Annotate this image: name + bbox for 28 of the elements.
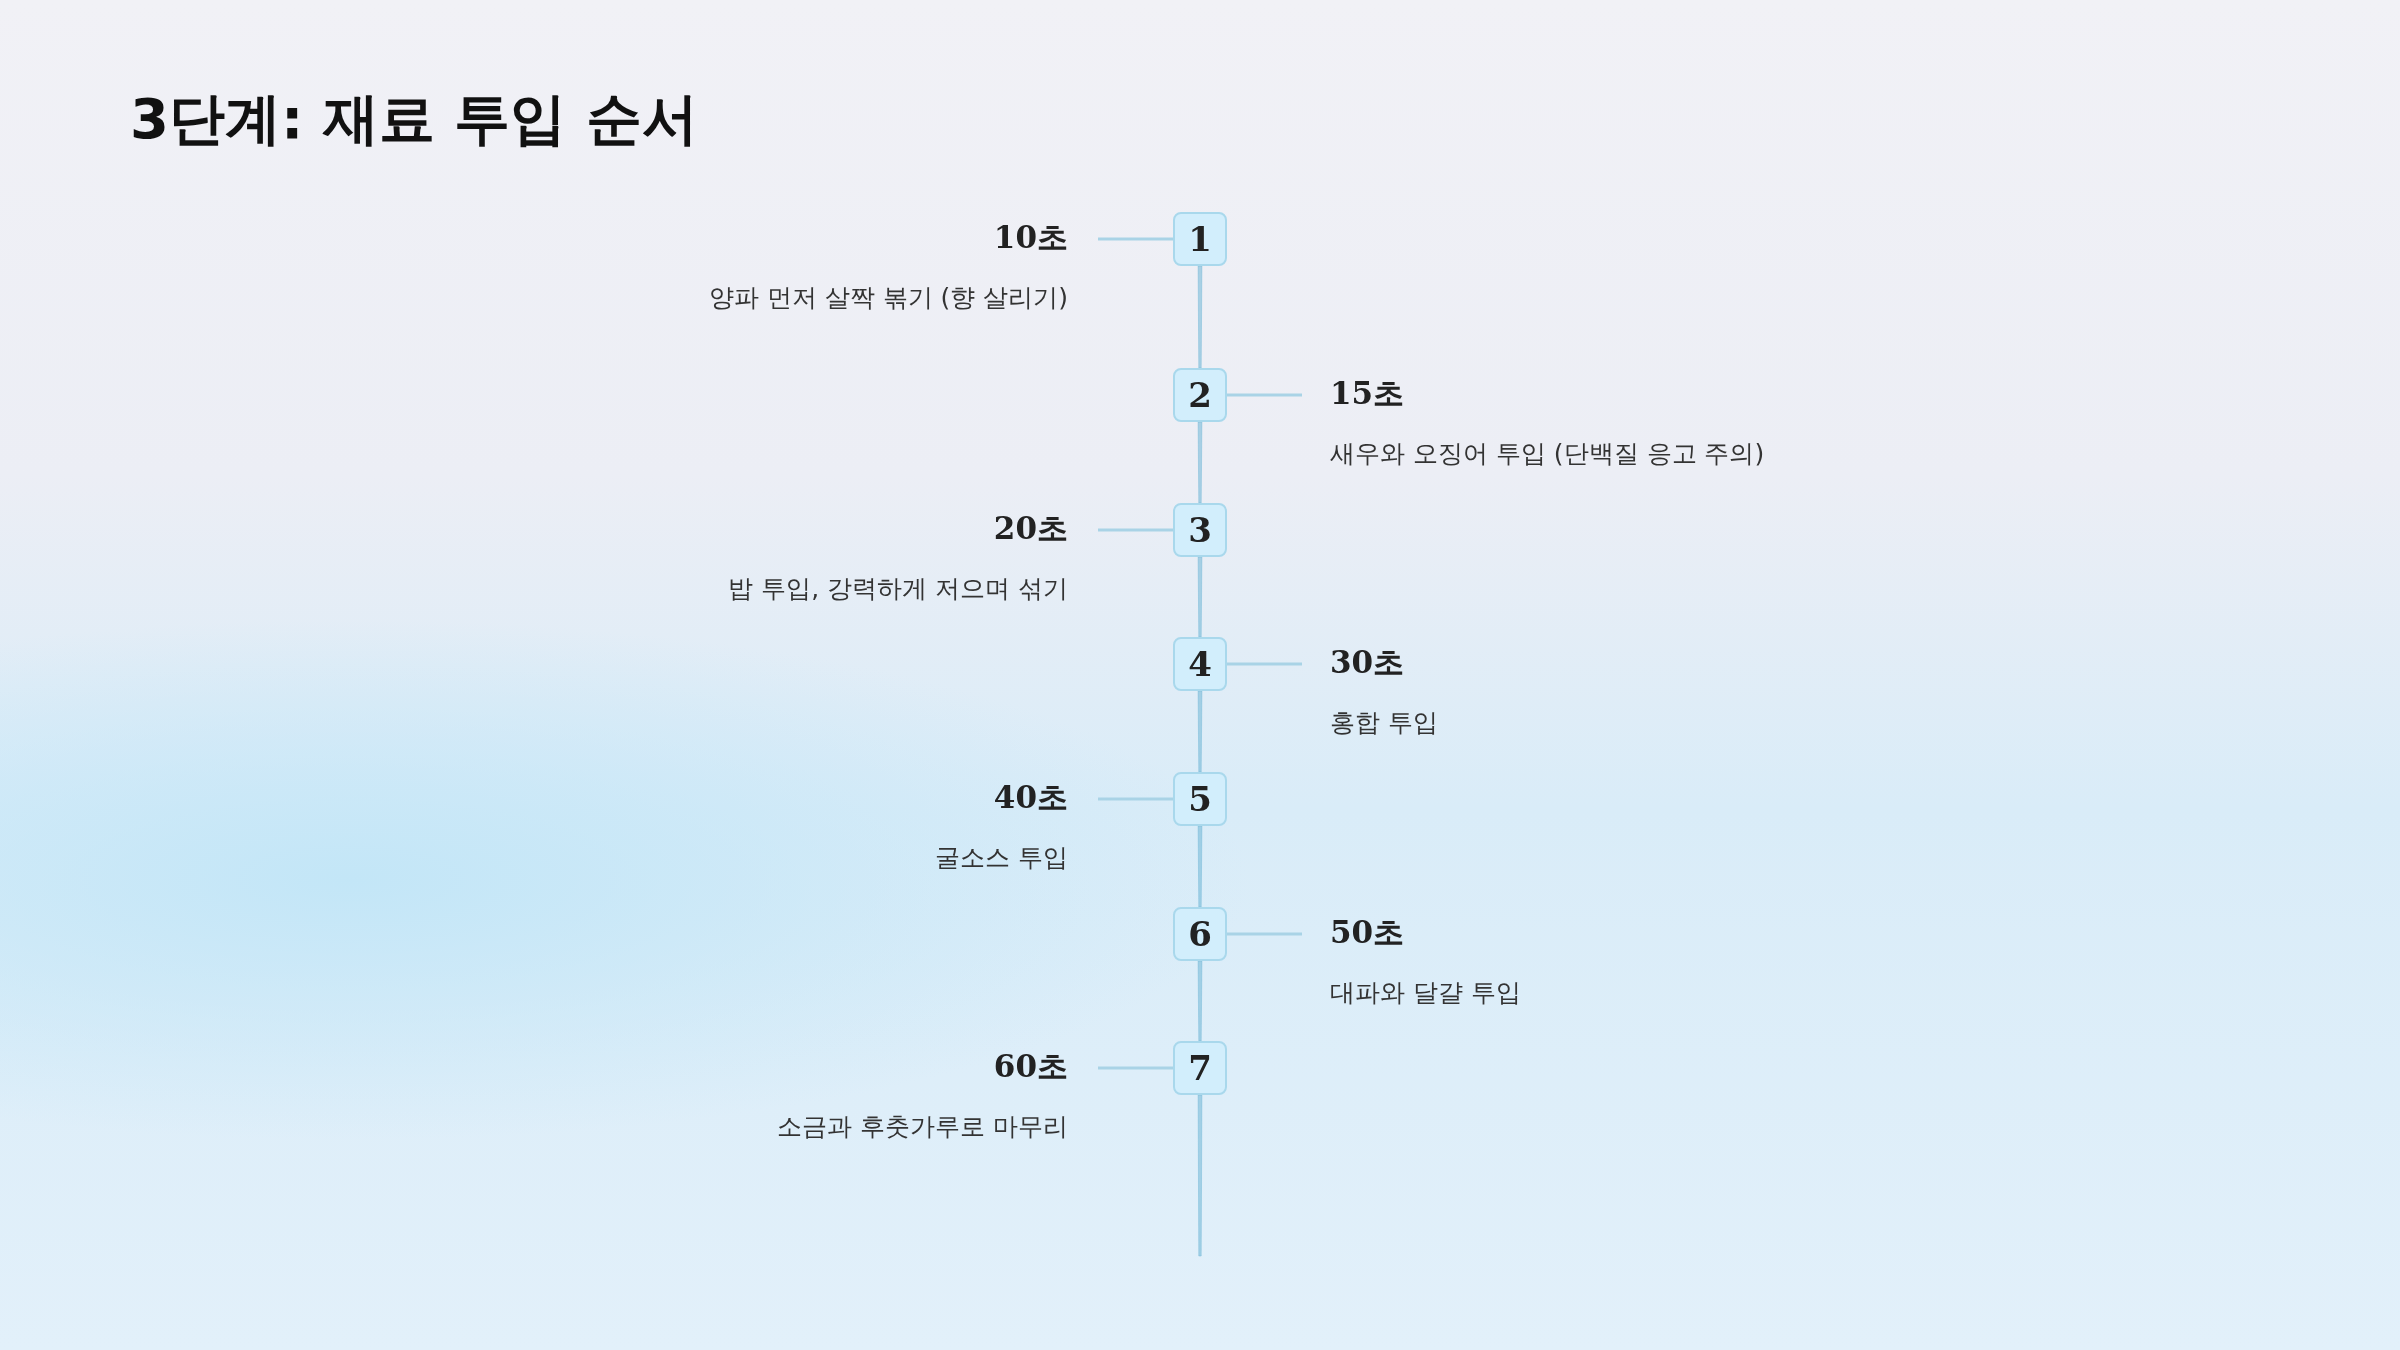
- time-label: 40초: [993, 778, 1068, 817]
- step-description: 양파 먼저 살짝 볶기 (향 살리기): [708, 282, 1068, 314]
- step-description: 굴소스 투입: [935, 842, 1068, 874]
- step-box: 4: [1173, 637, 1227, 691]
- connector-line: [1197, 690, 1203, 773]
- step-description: 소금과 후춧가루로 마무리: [777, 1111, 1068, 1143]
- step-description: 대파와 달걀 투입: [1330, 977, 1521, 1009]
- step-box: 1: [1173, 212, 1227, 266]
- connector-line: [1197, 825, 1203, 908]
- time-label: 60초: [993, 1047, 1068, 1086]
- connector-line: [1197, 265, 1203, 369]
- step-description: 홍합 투입: [1330, 707, 1438, 739]
- time-label: 15초: [1330, 374, 1405, 413]
- connector-line: [1197, 556, 1203, 638]
- connector-line: [1197, 960, 1203, 1042]
- connector-line: [1197, 421, 1203, 504]
- step-box: 3: [1173, 503, 1227, 557]
- step-box: 2: [1173, 368, 1227, 422]
- time-label: 50초: [1330, 913, 1405, 952]
- time-label: 30초: [1330, 643, 1405, 682]
- step-box: 6: [1173, 907, 1227, 961]
- step-box: 5: [1173, 772, 1227, 826]
- title: 3단계: 재료 투입 순서: [130, 85, 698, 153]
- time-label: 10초: [993, 218, 1068, 257]
- step-description: 새우와 오징어 투입 (단백질 응고 주의): [1330, 438, 1765, 470]
- step-box: 7: [1173, 1041, 1227, 1095]
- step-description: 밥 투입, 강력하게 저으며 섞기: [728, 573, 1068, 605]
- time-label: 20초: [993, 509, 1068, 548]
